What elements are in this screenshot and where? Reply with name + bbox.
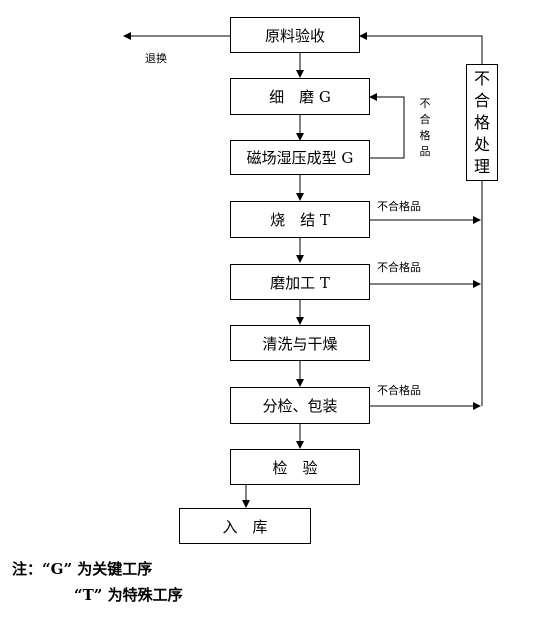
step-final-inspection: 检 验 [230,449,360,485]
step-incoming-inspection: 原料验收 [230,17,360,53]
step-machining: 磨加工 T [230,264,370,300]
nonconforming-handling-label: 不合格处理 [473,68,490,176]
note-key-process: 注：“G” 为关键工序 [12,560,153,578]
step-sorting-packing: 分检、包装 [230,387,370,424]
step-cleaning-drying: 清洗与干燥 [230,325,370,361]
nonconforming-handling-box: 不合格处理 [466,64,498,181]
arrow-nonconforming-to-incoming [359,32,483,64]
reject-label-sintering: 不合格品 [377,200,421,213]
step-sintering: 烧 结 T [230,201,370,238]
step-fine-grinding: 细 磨 G [230,78,370,115]
return-label: 退换 [145,52,167,65]
step-storage: 入 库 [179,508,311,544]
reject-label-sorting: 不合格品 [377,384,421,397]
reject-label-machining: 不合格品 [377,261,421,274]
rework-loop [369,93,405,159]
step-wet-pressing: 磁场湿压成型 G [230,140,370,175]
note-special-process: “T” 为特殊工序 [74,586,183,604]
rework-label: 不合格品 [419,97,431,158]
